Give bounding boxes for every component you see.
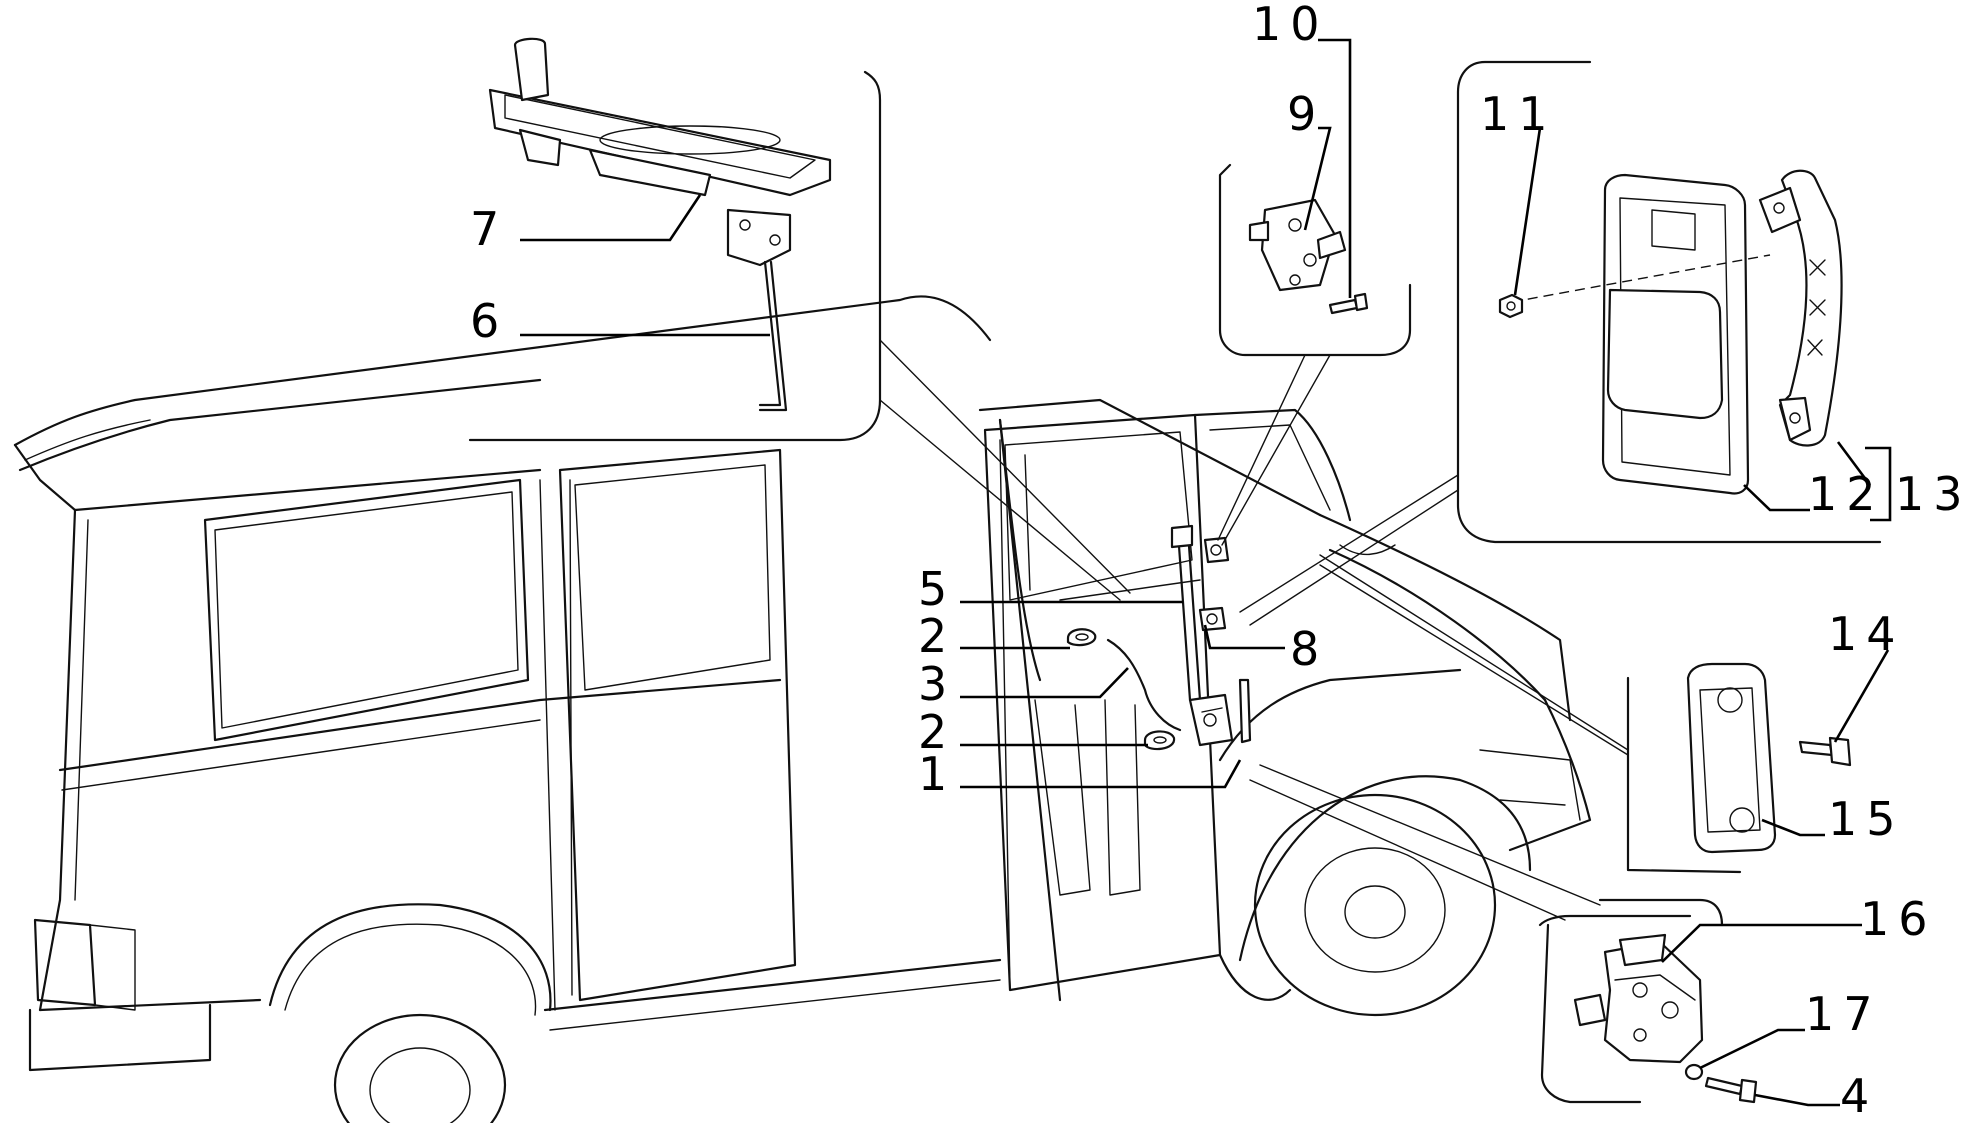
callout-3: 3 — [918, 657, 956, 711]
leader-16 — [1661, 923, 1862, 963]
leader-4 — [1754, 1093, 1840, 1107]
callout-7: 7 — [470, 202, 508, 256]
leader-15 — [1761, 818, 1825, 837]
callout-13: 13 — [1895, 467, 1972, 521]
callout-16: 16 — [1860, 892, 1937, 946]
callout-5: 5 — [918, 562, 956, 616]
detail-box-door-lock — [1249, 764, 1758, 1104]
callout-15: 15 — [1828, 792, 1905, 846]
detail-box-latch-cover — [1319, 554, 1852, 874]
leader-lines — [520, 38, 1892, 1107]
callout-2-upper: 2 — [918, 609, 956, 663]
leader-9 — [1303, 126, 1332, 231]
callout-9: 9 — [1287, 87, 1325, 141]
callout-1: 1 — [918, 747, 956, 801]
callout-2-lower: 2 — [918, 705, 956, 759]
leader-1 — [960, 759, 1242, 789]
leader-12 — [1743, 484, 1810, 512]
leader-3 — [960, 667, 1129, 699]
leader-7 — [520, 194, 702, 242]
callout-labels: 1 2 3 2 5 8 7 6 9 10 11 12 13 14 15 16 1… — [470, 0, 1972, 1123]
door-lock-assembly — [1066, 524, 1252, 751]
van-body — [13, 295, 1592, 1123]
leader-17 — [1699, 1028, 1805, 1070]
callout-8: 8 — [1290, 622, 1328, 676]
callout-17: 17 — [1805, 987, 1882, 1041]
callout-10: 10 — [1252, 0, 1329, 51]
callout-11: 11 — [1480, 87, 1557, 141]
callout-6: 6 — [470, 294, 508, 348]
detail-box-outer-handle — [1239, 60, 1882, 626]
leader-11 — [1513, 126, 1542, 296]
leader-13 — [1836, 441, 1892, 522]
leader-8 — [1203, 624, 1285, 650]
callout-4: 4 — [1840, 1069, 1878, 1123]
callout-12: 12 — [1808, 467, 1885, 521]
detail-box-handle-rod — [468, 37, 1131, 601]
callout-14: 14 — [1828, 607, 1905, 661]
detail-box-striker — [1217, 163, 1412, 546]
leader-10 — [1318, 38, 1352, 298]
leader-14 — [1833, 649, 1890, 743]
